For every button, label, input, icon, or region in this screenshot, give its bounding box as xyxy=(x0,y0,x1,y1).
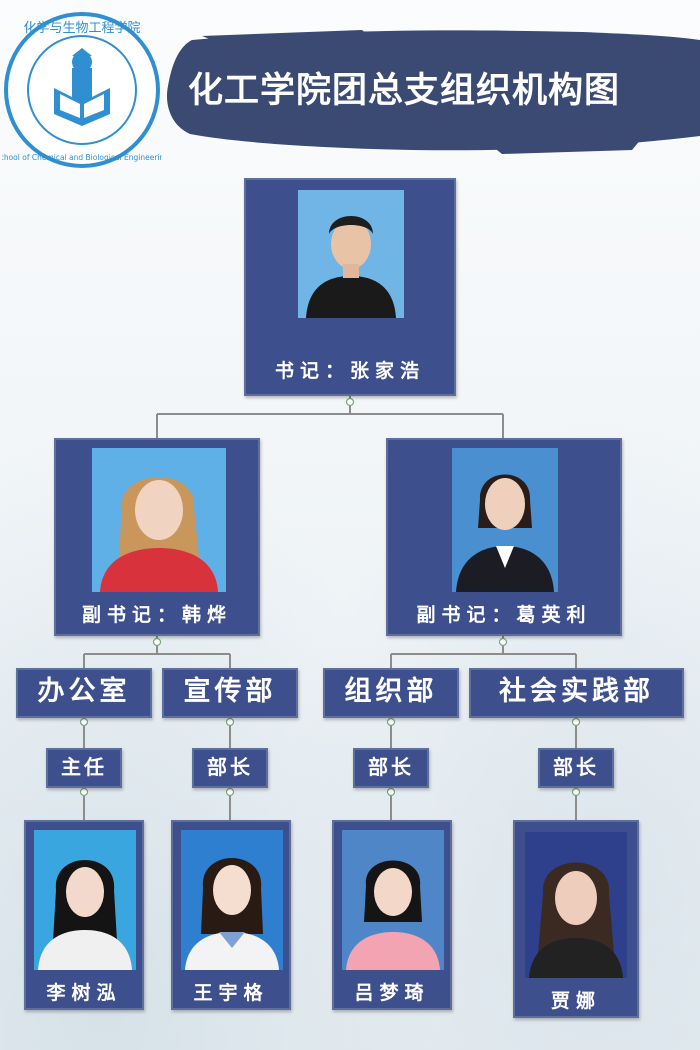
title-banner xyxy=(166,30,700,154)
role-organization: 部长 xyxy=(353,748,429,788)
logo-text-en: School of Chemical and Biological Engine… xyxy=(2,153,162,162)
deputy-photo-2 xyxy=(452,448,558,592)
dept-social-practice: 社会实践部 xyxy=(469,668,684,718)
page-title: 化工学院团总支组织机构图 xyxy=(188,71,621,111)
logo-text-cn: 化学与生物工程学院 xyxy=(23,20,140,36)
deputy-caption-2: 副书记：葛英利 xyxy=(416,604,592,626)
role-publicity: 部长 xyxy=(192,748,268,788)
member-name-publicity: 王宇格 xyxy=(193,982,269,1004)
dept-organization: 组织部 xyxy=(323,668,459,718)
member-card-social-practice: 贾娜 xyxy=(513,820,639,1018)
deputy-card-1: 副书记：韩烨 xyxy=(54,438,260,636)
school-logo: 化学与生物工程学院 School of Chemical and Biologi… xyxy=(2,12,162,168)
dept-publicity: 宣传部 xyxy=(162,668,298,718)
secretary-card: 书记：张家浩 xyxy=(244,178,456,396)
member-name-social-practice: 贾娜 xyxy=(550,990,601,1012)
deputy-caption-1: 副书记：韩烨 xyxy=(81,604,232,626)
member-photo-organization xyxy=(342,830,444,970)
secretary-photo xyxy=(298,190,404,318)
member-photo-social-practice xyxy=(525,832,627,978)
deputy-photo-1 xyxy=(92,448,226,592)
deputy-card-2: 副书记：葛英利 xyxy=(386,438,622,636)
member-name-organization: 吕梦琦 xyxy=(354,982,430,1004)
member-card-publicity: 王宇格 xyxy=(171,820,291,1010)
member-card-office: 李树泓 xyxy=(24,820,144,1010)
member-card-organization: 吕梦琦 xyxy=(332,820,452,1010)
member-name-office: 李树泓 xyxy=(46,982,122,1004)
member-photo-publicity xyxy=(181,830,283,970)
secretary-caption: 书记：张家浩 xyxy=(274,360,425,382)
role-social-practice: 部长 xyxy=(538,748,614,788)
member-photo-office xyxy=(34,830,136,970)
role-office: 主任 xyxy=(46,748,122,788)
dept-office: 办公室 xyxy=(16,668,152,718)
